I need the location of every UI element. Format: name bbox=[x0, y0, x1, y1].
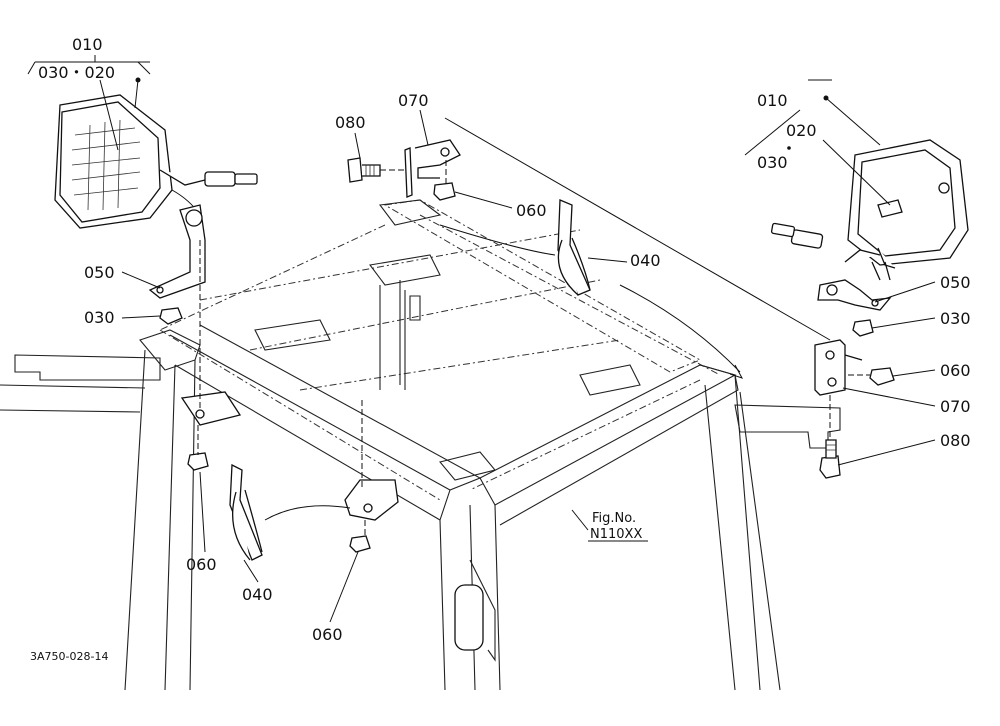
drawing-code: 3A750-028-14 bbox=[30, 650, 108, 663]
left-nut-060 bbox=[187, 425, 209, 471]
left-nut-030 bbox=[159, 307, 183, 325]
label-010-left: 010 bbox=[72, 35, 103, 54]
right-nut-030 bbox=[852, 319, 874, 337]
label-030-left: 030 bbox=[84, 308, 115, 327]
label-060-bottom: 060 bbox=[312, 625, 343, 644]
left-bracket bbox=[148, 204, 206, 410]
right-nut-060 bbox=[848, 367, 895, 386]
label-030-020-left: 030・020 bbox=[38, 63, 115, 82]
top-bracket-070 bbox=[404, 139, 461, 198]
label-020-right: 020 bbox=[786, 121, 817, 140]
label-080-top: 080 bbox=[335, 113, 366, 132]
label-070-top: 070 bbox=[398, 91, 429, 110]
label-040-top: 040 bbox=[630, 251, 661, 270]
leader-lines bbox=[27, 55, 936, 623]
rops-frame bbox=[0, 199, 841, 691]
right-work-lamp bbox=[770, 139, 969, 281]
right-bracket-050 bbox=[817, 279, 892, 311]
callout-labels: 010 030・020 010 020 030 080 070 060 040 … bbox=[30, 35, 971, 663]
label-060-right: 060 bbox=[940, 361, 971, 380]
left-work-lamp bbox=[54, 94, 258, 229]
label-010-right: 010 bbox=[757, 91, 788, 110]
right-030-dot bbox=[787, 146, 791, 150]
left-lamp-dot bbox=[135, 77, 141, 83]
top-nut-060 bbox=[433, 160, 456, 201]
label-080-right: 080 bbox=[940, 431, 971, 450]
label-050-left: 050 bbox=[84, 263, 115, 282]
label-030-right-2: 030 bbox=[940, 309, 971, 328]
right-lamp-dot bbox=[823, 95, 829, 101]
fig-title: Fig.No. bbox=[592, 511, 636, 526]
top-tie-band bbox=[439, 199, 744, 379]
label-060-left: 060 bbox=[186, 555, 217, 574]
right-bolt-080 bbox=[819, 395, 841, 479]
right-bracket-070 bbox=[814, 339, 863, 396]
reference-line bbox=[444, 117, 831, 341]
label-050-right: 050 bbox=[940, 273, 971, 292]
top-bolt-080 bbox=[347, 157, 405, 183]
label-040-bottom: 040 bbox=[242, 585, 273, 604]
fig-number: N110XX bbox=[590, 527, 642, 542]
bottom-nut-060 bbox=[349, 400, 371, 553]
label-030-right: 030 bbox=[757, 153, 788, 172]
label-060-top: 060 bbox=[516, 201, 547, 220]
left-tie-band bbox=[229, 463, 351, 561]
label-070-right: 070 bbox=[940, 397, 971, 416]
